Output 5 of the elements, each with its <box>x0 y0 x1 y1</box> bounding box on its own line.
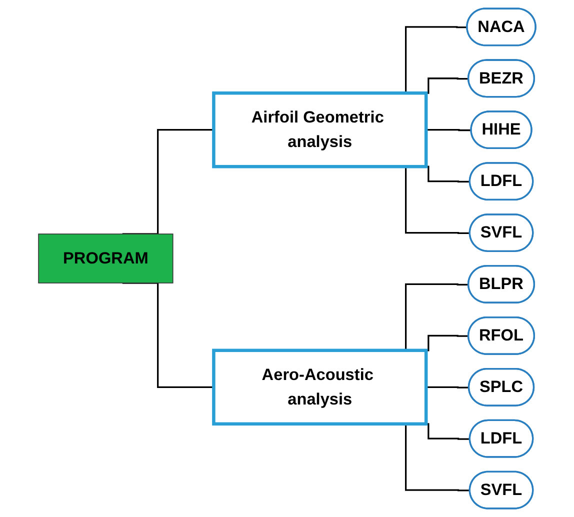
node-box: PROGRAM <box>38 234 174 284</box>
connector <box>426 129 472 132</box>
node-box: Airfoil Geometric analysis <box>212 91 428 168</box>
node-box: Aero-Acoustic analysis <box>212 348 428 426</box>
connector <box>426 386 470 388</box>
